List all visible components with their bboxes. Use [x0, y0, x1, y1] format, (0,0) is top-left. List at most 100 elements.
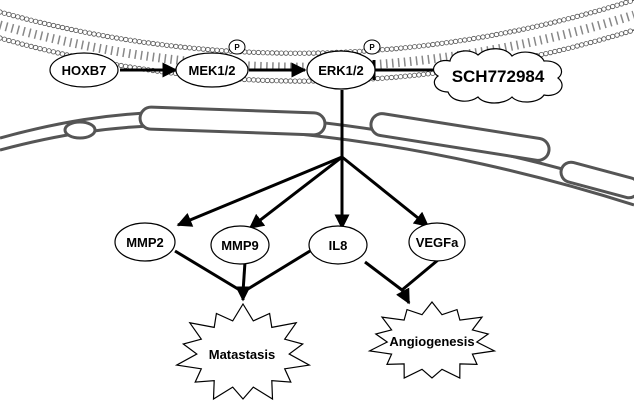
lipid-head: [623, 29, 629, 36]
lipid-head: [570, 44, 576, 50]
lipid-head: [411, 72, 417, 78]
lipid-head: [260, 50, 266, 56]
nuclear-envelope: [0, 105, 634, 207]
lipid-head: [402, 73, 408, 79]
lipid-head: [105, 33, 111, 40]
lipid-head: [187, 45, 193, 51]
lipid-head: [565, 45, 571, 51]
lipid-head: [306, 50, 312, 56]
lipid-head: [407, 73, 413, 79]
lipid-head: [480, 34, 486, 40]
angiogenesis-starburst-shape: [367, 301, 497, 379]
lipid-head: [561, 17, 567, 23]
lipid-head: [579, 42, 585, 48]
lipid-head: [627, 28, 633, 34]
lipid-head: [278, 50, 284, 56]
lipid-head: [150, 40, 156, 47]
lipid-head: [10, 39, 16, 45]
lipid-head: [416, 43, 422, 49]
mmp9-to-metastasis-line: [241, 261, 247, 293]
il8-label: IL8: [329, 238, 348, 253]
lipid-head: [516, 27, 522, 33]
lipid-head: [547, 49, 554, 56]
vegfa-label: VEGFa: [416, 235, 459, 250]
lipid-head: [41, 47, 48, 53]
lipid-head: [561, 46, 567, 53]
lipid-head: [556, 18, 563, 24]
lipid-head: [397, 74, 404, 80]
lipid-head: [565, 16, 571, 22]
metastasis-label: Matastasis: [209, 347, 275, 362]
lipid-head: [511, 28, 518, 34]
lipid-head: [55, 50, 61, 56]
lipid-head: [283, 78, 289, 84]
lipid-head: [274, 50, 280, 56]
lipid-head: [443, 40, 450, 46]
lipid-head: [141, 39, 147, 45]
lipid-head: [618, 31, 625, 37]
lipid-head: [587, 10, 594, 16]
lipid-head: [177, 44, 184, 50]
lipid-head: [46, 48, 52, 54]
lipid-head: [596, 37, 603, 43]
lipid-head: [601, 36, 607, 42]
branch-to-vegfa-arrow: [341, 155, 430, 228]
lipid-head: [283, 50, 289, 56]
lipid-head: [384, 46, 390, 53]
lipid-head: [91, 31, 97, 37]
mek-phospho-label: P: [234, 43, 240, 52]
lipid-head: [462, 37, 468, 43]
lipid-head: [393, 74, 399, 80]
lipid-head: [502, 30, 509, 36]
lipid-head: [416, 72, 422, 78]
lipid-head: [32, 44, 39, 51]
lipid-head: [155, 41, 161, 47]
lipid-head: [59, 51, 66, 57]
lipid-head: [287, 78, 293, 84]
lipid-head: [96, 32, 102, 38]
lipid-head: [310, 50, 317, 56]
mek-label: MEK1/2: [189, 63, 236, 78]
lipid-head: [37, 19, 43, 25]
lipid-head: [19, 15, 25, 21]
il8-to-angiogenesis-line: [364, 260, 403, 292]
lipid-head: [614, 2, 620, 8]
lipid-head: [301, 50, 307, 56]
lipid-head: [123, 63, 129, 69]
inhibitor-label: SCH772984: [452, 67, 545, 86]
lipid-head: [466, 36, 472, 42]
lipid-head: [164, 42, 170, 48]
lipid-head: [123, 36, 129, 43]
mmp9-label: MMP9: [221, 238, 259, 253]
lipid-head: [246, 49, 252, 55]
lipid-head: [498, 31, 504, 37]
lipid-head: [6, 37, 12, 44]
node-hoxb7: HOXB7: [49, 52, 119, 88]
erk-phospho-label: P: [369, 43, 375, 52]
lipid-head: [425, 71, 431, 77]
lipid-head: [50, 22, 57, 29]
lipid-head: [407, 44, 413, 50]
lipid-head: [570, 15, 576, 21]
lipid-head: [264, 77, 270, 84]
lipid-head: [273, 78, 280, 84]
lipid-head: [605, 5, 611, 11]
il8-to-metastasis-line: [242, 249, 311, 294]
lipid-head: [398, 45, 404, 51]
lipid-head: [77, 28, 84, 34]
node-mek: MEK1/2 P: [175, 39, 249, 88]
lipid-head: [287, 50, 294, 56]
lipid-head: [264, 50, 271, 56]
lipid-head: [64, 25, 70, 32]
lipid-head: [191, 45, 197, 51]
lipid-head: [260, 77, 266, 83]
angiogenesis-arrow: [395, 287, 411, 305]
node-metastasis: Matastasis: [174, 302, 312, 401]
lipid-head: [601, 6, 607, 12]
lipid-head: [86, 30, 93, 36]
metastasis-starburst-shape: [174, 302, 312, 401]
lipid-head: [627, 0, 633, 4]
lipid-head: [489, 32, 495, 39]
branch-to-mmp9-arrow: [248, 155, 343, 230]
node-mmp2: MMP2: [114, 222, 176, 262]
